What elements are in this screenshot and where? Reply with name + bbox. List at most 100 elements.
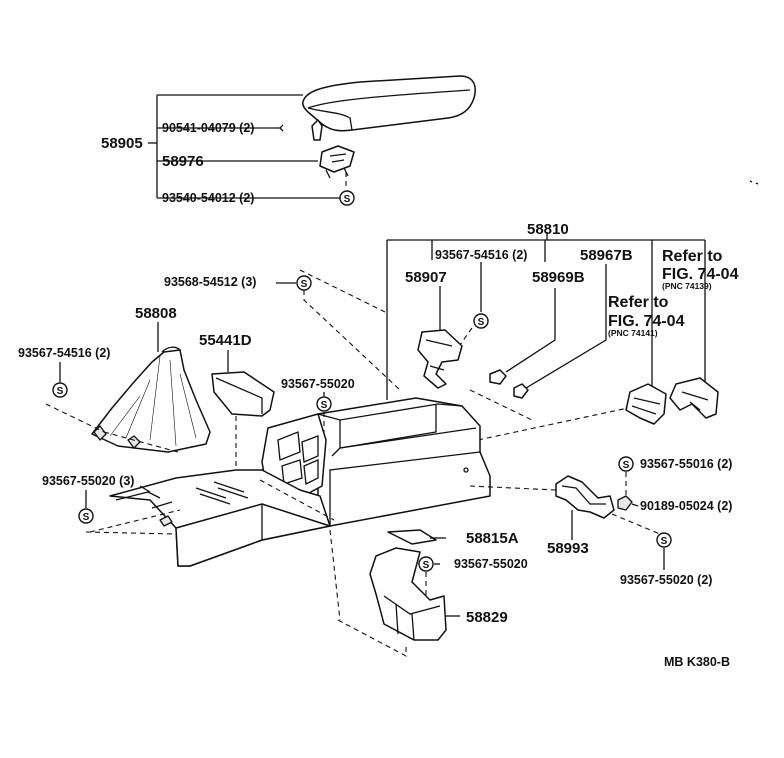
nut-58967b bbox=[513, 383, 529, 399]
bracket-58907-detail bbox=[425, 339, 453, 371]
screw-symbol-93567-55020-right-s: S bbox=[661, 536, 668, 547]
label-58967b: 58967B bbox=[580, 247, 633, 264]
label-58829: 58829 bbox=[466, 609, 508, 626]
ref1-line2: FIG. 74-04 bbox=[662, 266, 739, 283]
label-58808: 58808 bbox=[135, 305, 177, 322]
bracket-pnc-74139-detail bbox=[681, 391, 709, 411]
shift-boot bbox=[91, 349, 211, 453]
label-58815a: 58815A bbox=[466, 530, 519, 547]
console-base-clip bbox=[159, 515, 173, 527]
label-55441d: 55441D bbox=[199, 332, 252, 349]
console-rear-tray bbox=[339, 404, 437, 449]
tray-58829-detail bbox=[383, 595, 441, 641]
console-rear-side bbox=[329, 447, 481, 526]
screw-symbol-93567-55016 bbox=[618, 456, 634, 472]
armrest-lid-side bbox=[307, 107, 353, 131]
screw-symbol-93567-55020-3 bbox=[78, 508, 94, 524]
console-body-group: 93567-55020 S 93567-55020 (3) S bbox=[42, 377, 491, 621]
screw-symbol-93567-55020-mid-s: S bbox=[321, 400, 328, 411]
label-58993: 58993 bbox=[547, 540, 589, 557]
diagram-code: MB K380-B bbox=[664, 655, 730, 669]
screw-symbol-93568-s: S bbox=[301, 279, 308, 290]
console-rear-top-edge bbox=[317, 403, 463, 421]
mat-58815a bbox=[387, 529, 437, 545]
label-93567-54516-top: 93567-54516 (2) bbox=[435, 248, 527, 262]
console-base-ribs bbox=[195, 481, 249, 505]
label-90541-04079: 90541-04079 (2) bbox=[162, 121, 254, 135]
label-93540-54012: 93540-54012 (2) bbox=[162, 191, 254, 205]
screw-90541 bbox=[311, 119, 323, 141]
label-93567-55020-mid: 93567-55020 bbox=[281, 377, 355, 391]
dash-base-to-tray bbox=[329, 529, 341, 621]
label-93567-55020-low: 93567-55020 bbox=[454, 557, 528, 571]
dash-brackets bbox=[469, 389, 629, 441]
screw-symbol-93567-55016-s: S bbox=[623, 460, 630, 471]
screw-symbol-93567-54516-left bbox=[52, 382, 68, 398]
pocket-55441d-edge bbox=[215, 377, 263, 414]
bracket-58993 bbox=[555, 475, 615, 519]
bracket-58993-group: 93567-55016 (2) S 90189-05024 (2) 58993 … bbox=[469, 456, 732, 587]
screw-symbol-93567-55020-right bbox=[656, 532, 672, 548]
dash-tray-58829 bbox=[337, 619, 407, 657]
ref1-line1: Refer to bbox=[662, 248, 723, 265]
leader-93567-55020-3-right bbox=[139, 485, 151, 493]
dash-93567-55020-3 bbox=[85, 479, 335, 535]
console-box-group: 58810 93567-54516 (2) 58967B 93568-54512… bbox=[164, 221, 739, 441]
shift-boot-clip-left bbox=[93, 425, 107, 441]
ref2-line1: Refer to bbox=[608, 294, 669, 311]
console-base-tab bbox=[115, 491, 173, 509]
console-hole bbox=[463, 467, 469, 473]
nut-58969b bbox=[489, 369, 507, 385]
ref2-pnc: (PNC 74141) bbox=[608, 328, 658, 338]
shift-boot-group: 58808 93567-54516 (2) S bbox=[18, 305, 211, 453]
ref2-line2: FIG. 74-04 bbox=[608, 313, 685, 330]
screw-symbol-93567-54516-top bbox=[473, 313, 489, 329]
armrest-leader-lines bbox=[156, 94, 340, 199]
bracket-pnc-74139 bbox=[669, 377, 719, 419]
arrow-90541 bbox=[279, 124, 284, 132]
dash-93567-54516-left bbox=[45, 403, 179, 453]
dash-93568 bbox=[299, 269, 401, 391]
label-58810: 58810 bbox=[527, 221, 569, 238]
screw-symbol-93567-55020-low bbox=[418, 556, 434, 572]
screw-symbol-93567-54516-top-s: S bbox=[478, 317, 485, 328]
label-58969b: 58969B bbox=[532, 269, 585, 286]
shift-boot-top bbox=[161, 346, 181, 353]
shift-boot-folds bbox=[109, 355, 197, 447]
console-rear-inner bbox=[339, 427, 477, 449]
label-93567-55020-right: 93567-55020 (2) bbox=[620, 573, 712, 587]
armrest-lid-edge bbox=[307, 89, 471, 109]
screw-symbol-93540 bbox=[339, 190, 355, 206]
screw-symbol-93567-55020-3-s: S bbox=[83, 512, 90, 523]
pocket-55441d bbox=[211, 371, 275, 417]
stray-marks bbox=[749, 180, 759, 185]
label-93567-54516-left: 93567-54516 (2) bbox=[18, 346, 110, 360]
label-58905: 58905 bbox=[101, 135, 143, 152]
screw-symbol-93567-55020-low-s: S bbox=[423, 560, 430, 571]
leader-58969b bbox=[505, 288, 556, 373]
lower-tray-group: 58815A S 93567-55020 58829 bbox=[337, 529, 528, 657]
console-box-leader-lines bbox=[386, 239, 706, 400]
console-rear-box bbox=[317, 397, 491, 527]
bracket-pnc-74141-detail bbox=[631, 397, 661, 415]
bracket-58907 bbox=[417, 329, 463, 389]
screw-symbol-93540-s: S bbox=[344, 194, 351, 205]
nut-90189-05024 bbox=[617, 495, 633, 511]
label-93568-54512: 93568-54512 (3) bbox=[164, 275, 256, 289]
leader-58967b bbox=[525, 264, 607, 389]
clip-58976 bbox=[319, 145, 355, 173]
tray-58829 bbox=[369, 547, 447, 641]
console-front-openings bbox=[277, 431, 319, 485]
label-93567-55020-3: 93567-55020 (3) bbox=[42, 474, 134, 488]
leader-90189-05024 bbox=[631, 503, 639, 507]
label-93567-55016: 93567-55016 (2) bbox=[640, 457, 732, 471]
label-90189-05024: 90189-05024 (2) bbox=[640, 499, 732, 513]
armrest-lid bbox=[302, 75, 476, 132]
clip-58976-detail bbox=[329, 153, 347, 163]
ref1-pnc: (PNC 74139) bbox=[662, 281, 712, 291]
bracket-58993-detail bbox=[561, 485, 606, 505]
pocket-group: 55441D bbox=[199, 332, 275, 470]
armrest-group: S 58905 90541-04079 (2) 58976 93540-5401… bbox=[101, 75, 476, 206]
